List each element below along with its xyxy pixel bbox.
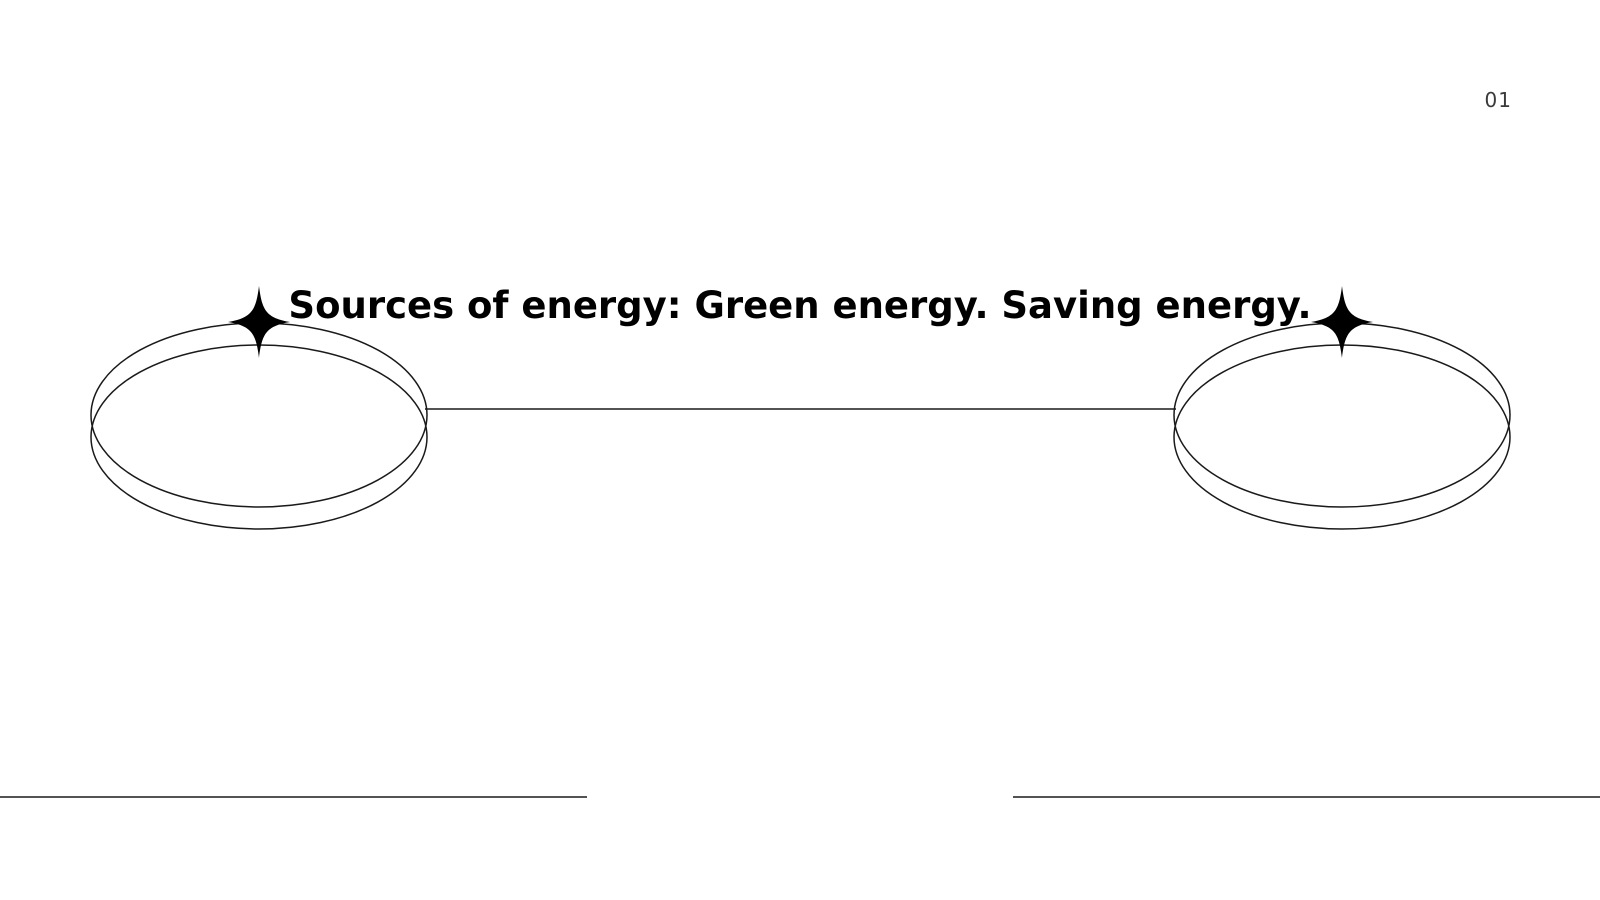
slide-title: Sources of energy: Green energy. Saving … <box>288 284 1312 327</box>
sparkle-icon <box>1311 286 1373 358</box>
sparkle-icon <box>228 286 290 358</box>
page-number: 01 <box>1484 88 1512 112</box>
